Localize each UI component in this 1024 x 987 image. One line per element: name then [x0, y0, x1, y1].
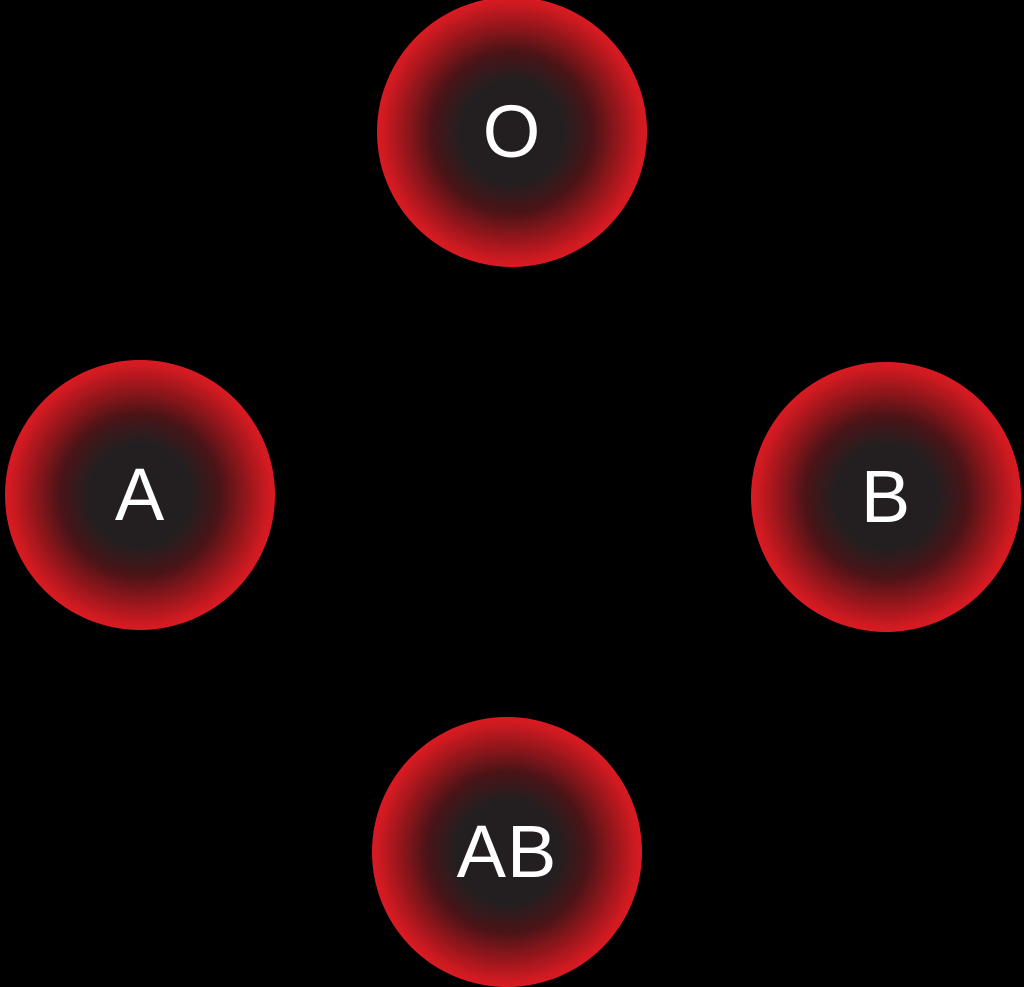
- blood-type-node-ab: AB: [372, 717, 642, 987]
- blood-type-label-ab: AB: [456, 810, 558, 893]
- blood-type-node-a: A: [5, 360, 275, 630]
- blood-type-node-o: O: [377, 0, 647, 267]
- blood-type-label-o: O: [482, 90, 542, 173]
- blood-type-node-b: B: [751, 362, 1021, 632]
- blood-type-label-a: A: [114, 453, 166, 536]
- blood-type-label-b: B: [860, 455, 912, 538]
